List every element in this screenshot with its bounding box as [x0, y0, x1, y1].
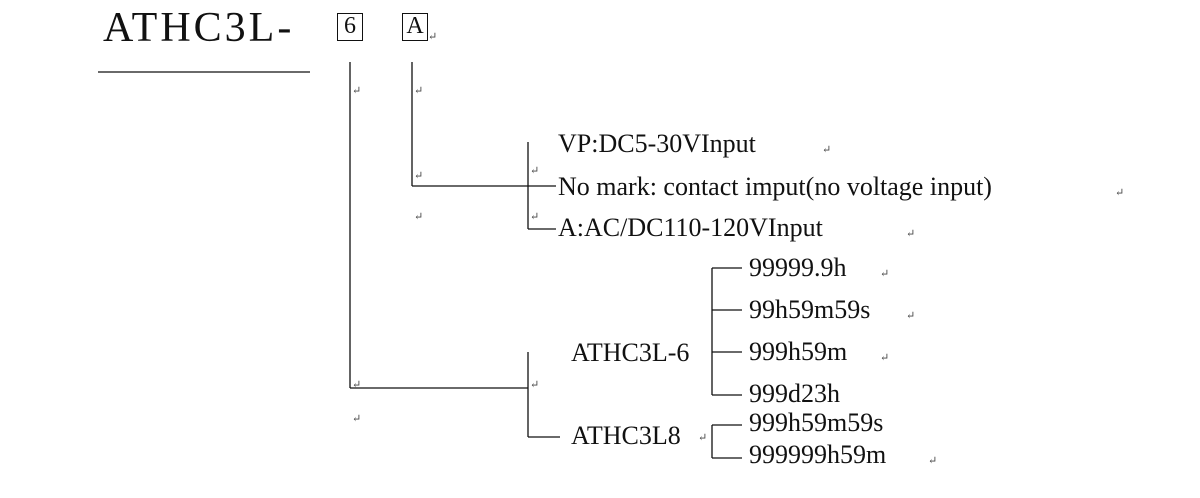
return-mark: ↵: [414, 170, 424, 182]
range-8-2: 999999h59m: [749, 440, 887, 469]
return-mark: ↵: [880, 268, 890, 280]
return-mark: ↵: [414, 211, 424, 223]
input-option-a: A:AC/DC110-120VInput: [558, 213, 823, 242]
code-box-1: 6: [337, 13, 363, 41]
return-mark: ↵: [906, 310, 916, 322]
return-mark: ↵: [906, 228, 916, 240]
code-box-2: A: [402, 13, 428, 41]
return-mark: ↵: [698, 432, 708, 444]
return-mark: ↵: [352, 379, 362, 391]
return-mark: ↵: [928, 455, 938, 467]
return-mark: ↵: [414, 85, 424, 97]
return-mark: ↵: [530, 165, 540, 177]
model-prefix: ATHC3L-: [103, 5, 295, 51]
range-6-3: 999h59m: [749, 337, 848, 366]
input-option-vp: VP:DC5-30VInput: [558, 129, 756, 158]
range-6-2: 99h59m59s: [749, 295, 871, 324]
range-8-1: 999h59m59s: [749, 408, 884, 437]
model-name-6: ATHC3L-6: [571, 338, 690, 367]
return-mark: ↵: [1115, 187, 1125, 199]
return-mark: ↵: [530, 379, 540, 391]
input-option-no-mark: No mark: contact imput(no voltage input): [558, 172, 992, 201]
return-mark: ↵: [880, 352, 890, 364]
range-6-1: 99999.9h: [749, 253, 847, 282]
model-name-8: ATHC3L8: [571, 421, 681, 450]
range-6-4: 999d23h: [749, 379, 840, 408]
return-mark: ↵: [352, 413, 362, 425]
return-mark: ↵: [352, 85, 362, 97]
return-mark: ↵: [428, 31, 438, 43]
return-mark: ↵: [822, 144, 832, 156]
return-mark: ↵: [530, 211, 540, 223]
